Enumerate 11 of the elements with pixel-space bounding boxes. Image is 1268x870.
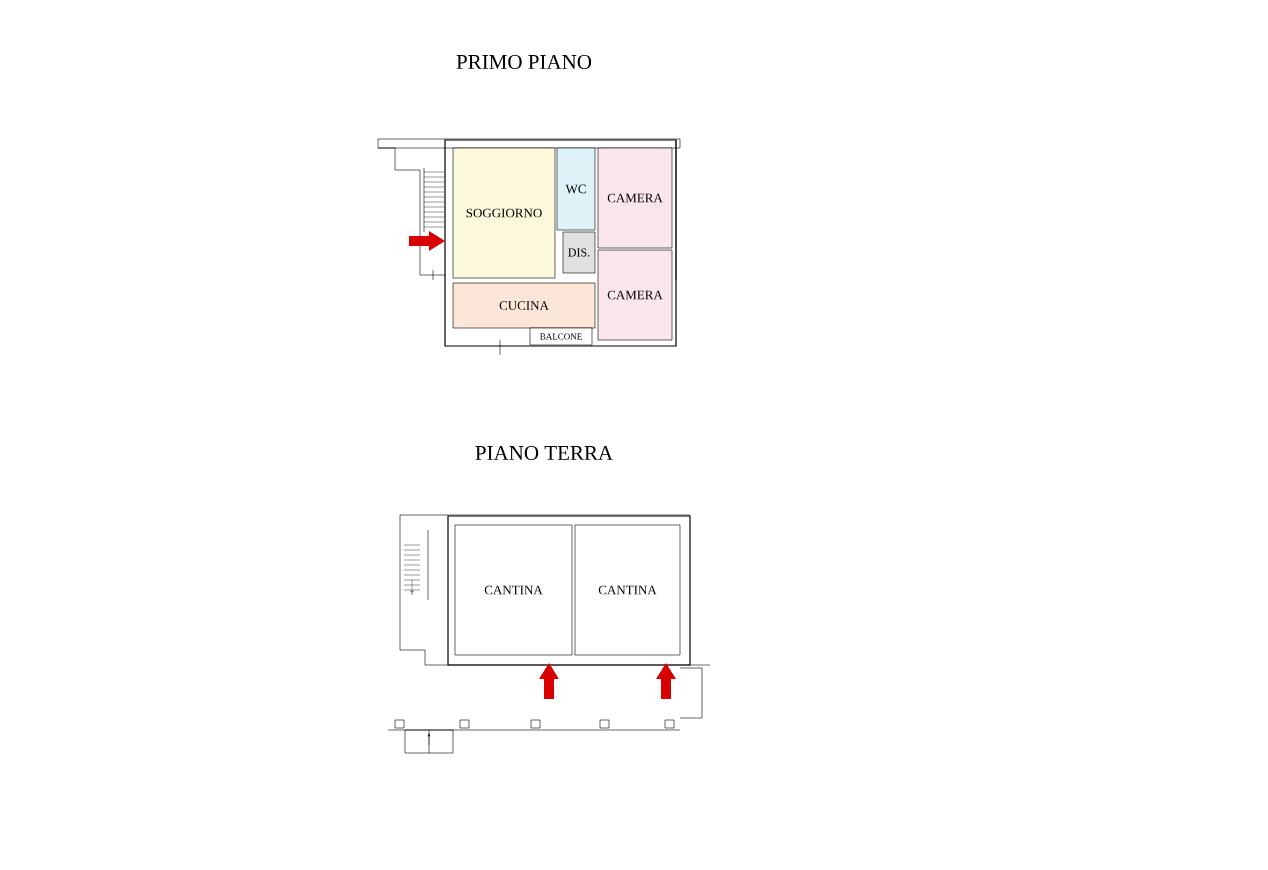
room: CAMERA	[597, 249, 673, 341]
floor-title: PRIMO PIANO	[456, 54, 592, 70]
room: CUCINA	[452, 282, 596, 329]
room: CANTINA	[574, 524, 681, 656]
room: SOGGIORNO	[452, 147, 556, 279]
room: CAMERA	[597, 147, 673, 249]
room: CANTINA	[454, 524, 573, 656]
room: DIS.	[562, 231, 596, 274]
room: BALCONE	[529, 327, 593, 346]
floor-title: PIANO TERRA	[475, 445, 613, 461]
room: WC	[556, 147, 596, 231]
